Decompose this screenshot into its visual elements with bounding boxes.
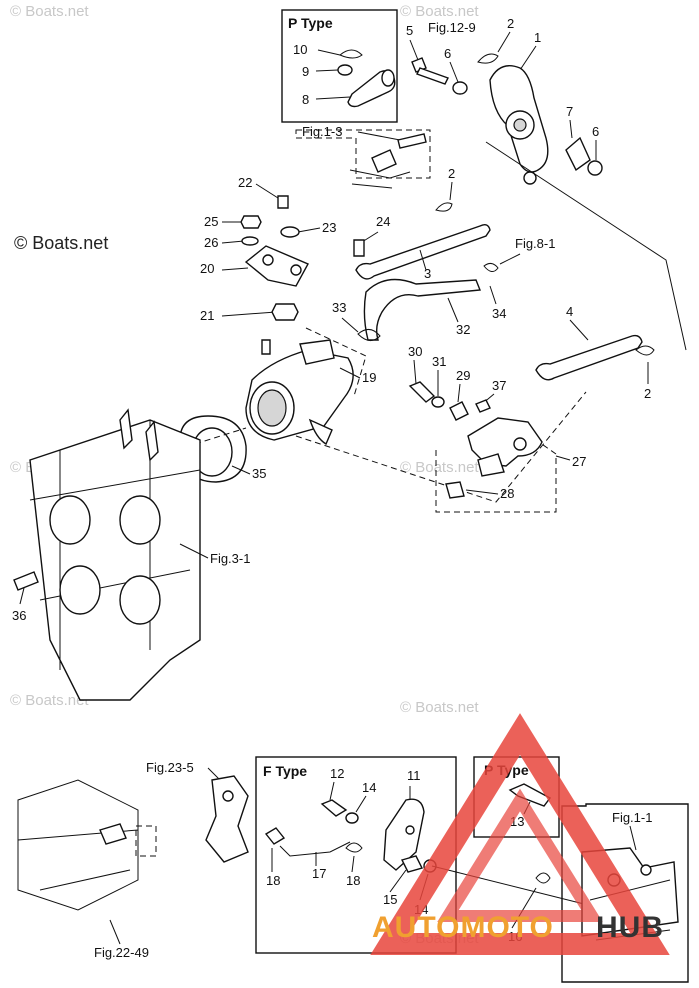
watermark: © Boats.net: [400, 3, 479, 20]
callout-7: 7: [566, 104, 573, 119]
callout-18b: 18: [346, 873, 360, 888]
callout-17: 17: [312, 866, 326, 881]
callout-35: 35: [252, 466, 266, 481]
fig-8-1-label: Fig.8-1: [515, 236, 555, 251]
callout-4: 4: [566, 304, 573, 319]
hose-group: 32 33 34: [332, 278, 506, 341]
fig-23-5-label: Fig.23-5: [146, 760, 194, 775]
callout-28: 28: [500, 486, 514, 501]
callout-29: 29: [456, 368, 470, 383]
lever-group: 30 31 29 37 27 28: [408, 344, 586, 513]
watermark-main: © Boats.net: [14, 233, 108, 253]
callout-6a: 6: [444, 46, 451, 61]
callout-22: 22: [238, 175, 252, 190]
callout-19: 19: [362, 370, 376, 385]
callout-2c: 2: [644, 386, 651, 401]
watermark: © Boats.net: [10, 3, 89, 20]
callout-9: 9: [302, 64, 309, 79]
plate-bolt-group: 22 25 26 23 20 21 24: [200, 175, 390, 323]
callout-11: 11: [407, 768, 421, 783]
callout-24: 24: [376, 214, 390, 229]
f-type-box: F Type 12 14 11 18 17 18 15 14: [255, 756, 457, 954]
callout-32: 32: [456, 322, 470, 337]
fig-12-9-label: Fig.12-9: [428, 20, 476, 35]
fig-3-1-label: Fig.3-1: [210, 551, 250, 566]
callout-5: 5: [406, 23, 413, 38]
callout-3: 3: [424, 266, 431, 281]
cylinder-block: Fig.3-1 36: [12, 408, 250, 701]
callout-33: 33: [332, 300, 346, 315]
fig-1-1-label: Fig.1-1: [612, 810, 652, 825]
callout-20: 20: [200, 261, 214, 276]
f-type-label: F Type: [263, 763, 307, 779]
throttle-cam-assembly: 5 Fig.12-9 2 6 1 7 6: [406, 16, 687, 351]
callout-12: 12: [330, 766, 344, 781]
watermark: © Boats.net: [10, 692, 89, 709]
callout-2b: 2: [448, 166, 455, 181]
p-type-box-top: P Type 10 9 8: [281, 9, 398, 123]
callout-31: 31: [432, 354, 446, 369]
callout-37: 37: [492, 378, 506, 393]
callout-18a: 18: [266, 873, 280, 888]
brand-hub: HUB: [596, 911, 664, 944]
callout-1: 1: [534, 30, 541, 45]
callout-8: 8: [302, 92, 309, 107]
callout-23: 23: [322, 220, 336, 235]
callout-25: 25: [204, 214, 218, 229]
callout-21: 21: [200, 308, 214, 323]
callout-2a: 2: [507, 16, 514, 31]
watermark: © Boats.net: [400, 699, 479, 716]
callout-27: 27: [572, 454, 586, 469]
watermark: © Boats.net: [400, 459, 479, 476]
callout-14a: 14: [362, 780, 376, 795]
throttle-body: 19: [245, 327, 587, 503]
link-rod-4: 4 2: [535, 304, 655, 401]
fig-1-3-group: Fig.1-3: [295, 124, 431, 189]
callout-34: 34: [492, 306, 506, 321]
bottom-left-group: Fig.23-5 Fig.22-49: [17, 760, 249, 960]
link-rod-group: 2 3 Fig.8-1: [355, 166, 555, 281]
callout-10: 10: [293, 42, 307, 57]
automotohub-logo: AUTOMOTO HUB: [370, 713, 670, 955]
brand-automoto: AUTOMOTO: [372, 911, 554, 944]
callout-26: 26: [204, 235, 218, 250]
p-type-label-top: P Type: [288, 15, 333, 31]
fig-1-3-label: Fig.1-3: [302, 124, 342, 139]
callout-15: 15: [383, 892, 397, 907]
callout-30: 30: [408, 344, 422, 359]
callout-6b: 6: [592, 124, 599, 139]
fig-22-49-label: Fig.22-49: [94, 945, 149, 960]
callout-36: 36: [12, 608, 26, 623]
